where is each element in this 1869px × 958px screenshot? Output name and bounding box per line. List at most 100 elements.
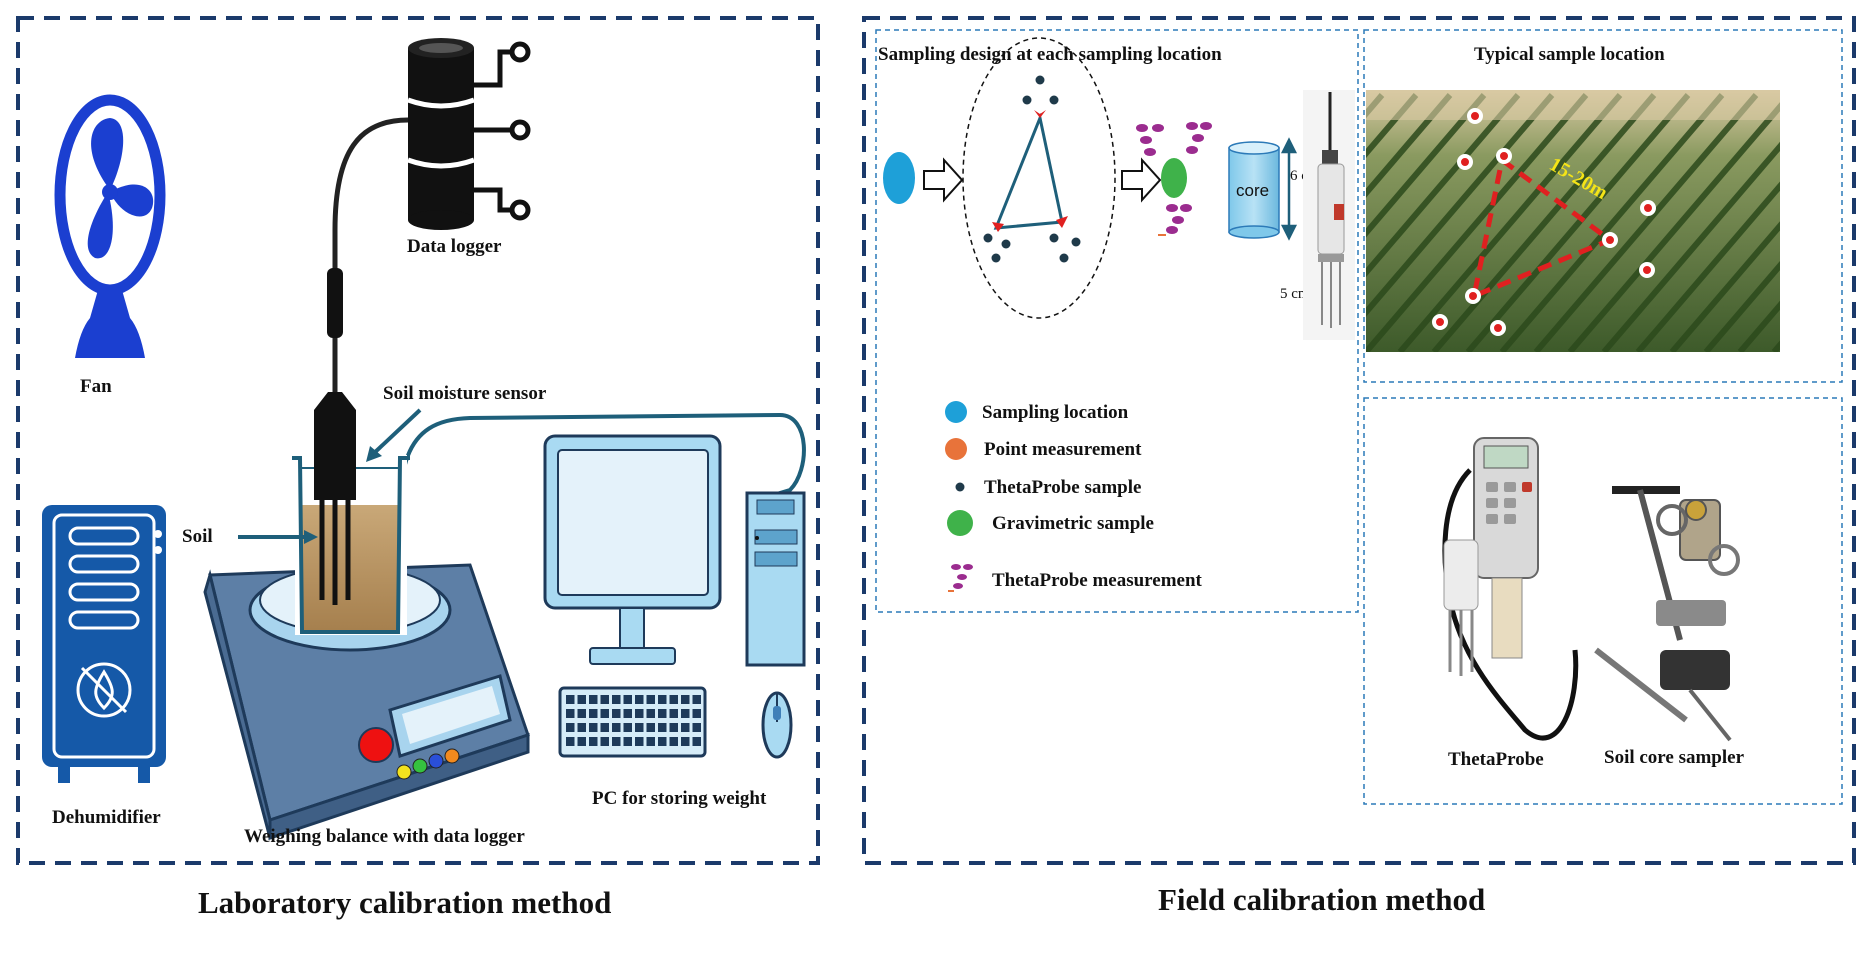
keyboard-key xyxy=(692,737,701,746)
keyboard-key xyxy=(623,695,632,704)
orchard-row xyxy=(1366,93,1555,317)
keyboard-key xyxy=(635,737,644,746)
keyboard-key xyxy=(589,723,598,732)
core-label: core xyxy=(1236,181,1269,200)
orchard-row xyxy=(1737,300,1780,352)
keyboard-key xyxy=(589,737,598,746)
keyboard-key xyxy=(612,737,621,746)
orchard-row xyxy=(1499,93,1725,352)
depth-arrow-6cm xyxy=(1280,137,1298,241)
keyboard-key xyxy=(635,723,644,732)
legend-label-3: Gravimetric sample xyxy=(992,513,1154,534)
instruments-box xyxy=(1363,397,1843,805)
orchard-row xyxy=(1431,93,1657,352)
pc-monitor-icon xyxy=(543,434,722,665)
keyboard-key xyxy=(600,723,609,732)
keyboard-key xyxy=(612,709,621,718)
keyboard-key xyxy=(681,695,690,704)
orchard-row xyxy=(1366,93,1487,238)
fan-icon xyxy=(54,94,166,358)
orchard-row xyxy=(1366,93,1521,278)
soil-core-sampler-photo xyxy=(1594,486,1740,742)
pc-label: PC for storing weight xyxy=(592,788,767,809)
lab-panel-frame xyxy=(16,16,820,865)
keyboard-key xyxy=(658,695,667,704)
field-panel: Sampling design at each sampling locatio… xyxy=(862,16,1869,865)
legend-label-4: ThetaProbe measurement xyxy=(992,570,1203,591)
gravimetric-sample-marker xyxy=(1161,158,1187,198)
orchard-row xyxy=(1635,181,1780,352)
lab-panel: Fan Dehumidifier Data logger Soil moistu… xyxy=(16,16,820,865)
orchard-row xyxy=(1366,93,1419,159)
keyboard-key xyxy=(646,737,655,746)
keyboard-key xyxy=(635,709,644,718)
keyboard-key xyxy=(692,709,701,718)
legend-label-2: ThetaProbe sample xyxy=(984,477,1141,498)
sampling-area-oval xyxy=(962,37,1116,319)
keyboard-key xyxy=(566,737,575,746)
orchard-row xyxy=(1601,141,1780,352)
keyboard-key xyxy=(612,723,621,732)
point-measurement-markers xyxy=(992,110,1068,232)
legend-sampling-location-swatch xyxy=(945,401,967,423)
lab-caption: Laboratory calibration method xyxy=(198,885,611,920)
sensor-pointer-arrow xyxy=(370,408,422,457)
keyboard-key xyxy=(669,737,678,746)
keyboard-key xyxy=(681,723,690,732)
sampling-triangle xyxy=(993,112,1064,230)
orchard-row xyxy=(1669,221,1780,352)
legend-point-measurement-swatch xyxy=(945,438,967,460)
keyboard-key xyxy=(669,709,678,718)
thetaprobe-device-photo xyxy=(1442,437,1579,741)
sensor-cable xyxy=(332,117,409,270)
legend-gravimetric-sample-swatch xyxy=(947,510,973,536)
keyboard-key xyxy=(566,723,575,732)
field-caption: Field calibration method xyxy=(1158,882,1485,917)
keyboard-key xyxy=(589,709,598,718)
keyboard-key xyxy=(623,737,632,746)
legend-thetaprobe-measurement-swatch xyxy=(948,564,973,592)
sampling-location-marker xyxy=(883,152,915,204)
field-panel-frame xyxy=(862,16,1856,865)
fan-label: Fan xyxy=(80,376,112,397)
keyboard-key xyxy=(692,695,701,704)
keyboard-key xyxy=(623,723,632,732)
keyboard-key xyxy=(577,695,586,704)
orchard-field-photo: 15-20m xyxy=(1366,90,1869,352)
keyboard-key xyxy=(658,723,667,732)
keyboard-key xyxy=(623,709,632,718)
keyboard-key xyxy=(600,695,609,704)
sampling-design-box xyxy=(875,29,1359,613)
orchard-row xyxy=(1533,93,1759,352)
orchard-row xyxy=(1366,93,1453,198)
keyboard-key xyxy=(669,695,678,704)
core-cylinder-icon xyxy=(1228,141,1280,239)
legend: Sampling location Point measurement Thet… xyxy=(945,401,1203,592)
orchard-row xyxy=(1567,102,1780,352)
keyboard-key xyxy=(681,737,690,746)
dehumidifier-icon xyxy=(42,505,166,783)
mouse-icon xyxy=(761,691,793,759)
data-logger-icon xyxy=(407,38,531,230)
orchard-row xyxy=(1808,95,1869,352)
keyboard-key xyxy=(612,695,621,704)
balance-label: Weighing balance with data logger xyxy=(244,826,525,847)
sample-points xyxy=(1432,108,1656,336)
keyboard-key xyxy=(646,723,655,732)
dehumidifier-label: Dehumidifier xyxy=(52,807,161,828)
soil-moisture-sensor-label: Soil moisture sensor xyxy=(383,383,547,404)
flow-arrow-icon xyxy=(923,157,964,203)
typical-location-title: Typical sample location xyxy=(1474,44,1665,65)
thetaprobe-label: ThetaProbe xyxy=(1448,749,1544,770)
pc-tower-icon xyxy=(745,491,806,667)
keyboard-key xyxy=(681,709,690,718)
soil-core-sampler-label: Soil core sampler xyxy=(1604,747,1745,768)
soil-label: Soil xyxy=(182,526,213,547)
legend-thetaprobe-sample-swatch xyxy=(955,482,965,492)
keyboard-key xyxy=(566,695,575,704)
keyboard-key xyxy=(577,709,586,718)
depth-5cm-label: 5 cm xyxy=(1280,286,1310,302)
thetaprobe-sample-dots xyxy=(983,75,1081,263)
keyboard-key xyxy=(566,709,575,718)
keyboard-key xyxy=(600,709,609,718)
